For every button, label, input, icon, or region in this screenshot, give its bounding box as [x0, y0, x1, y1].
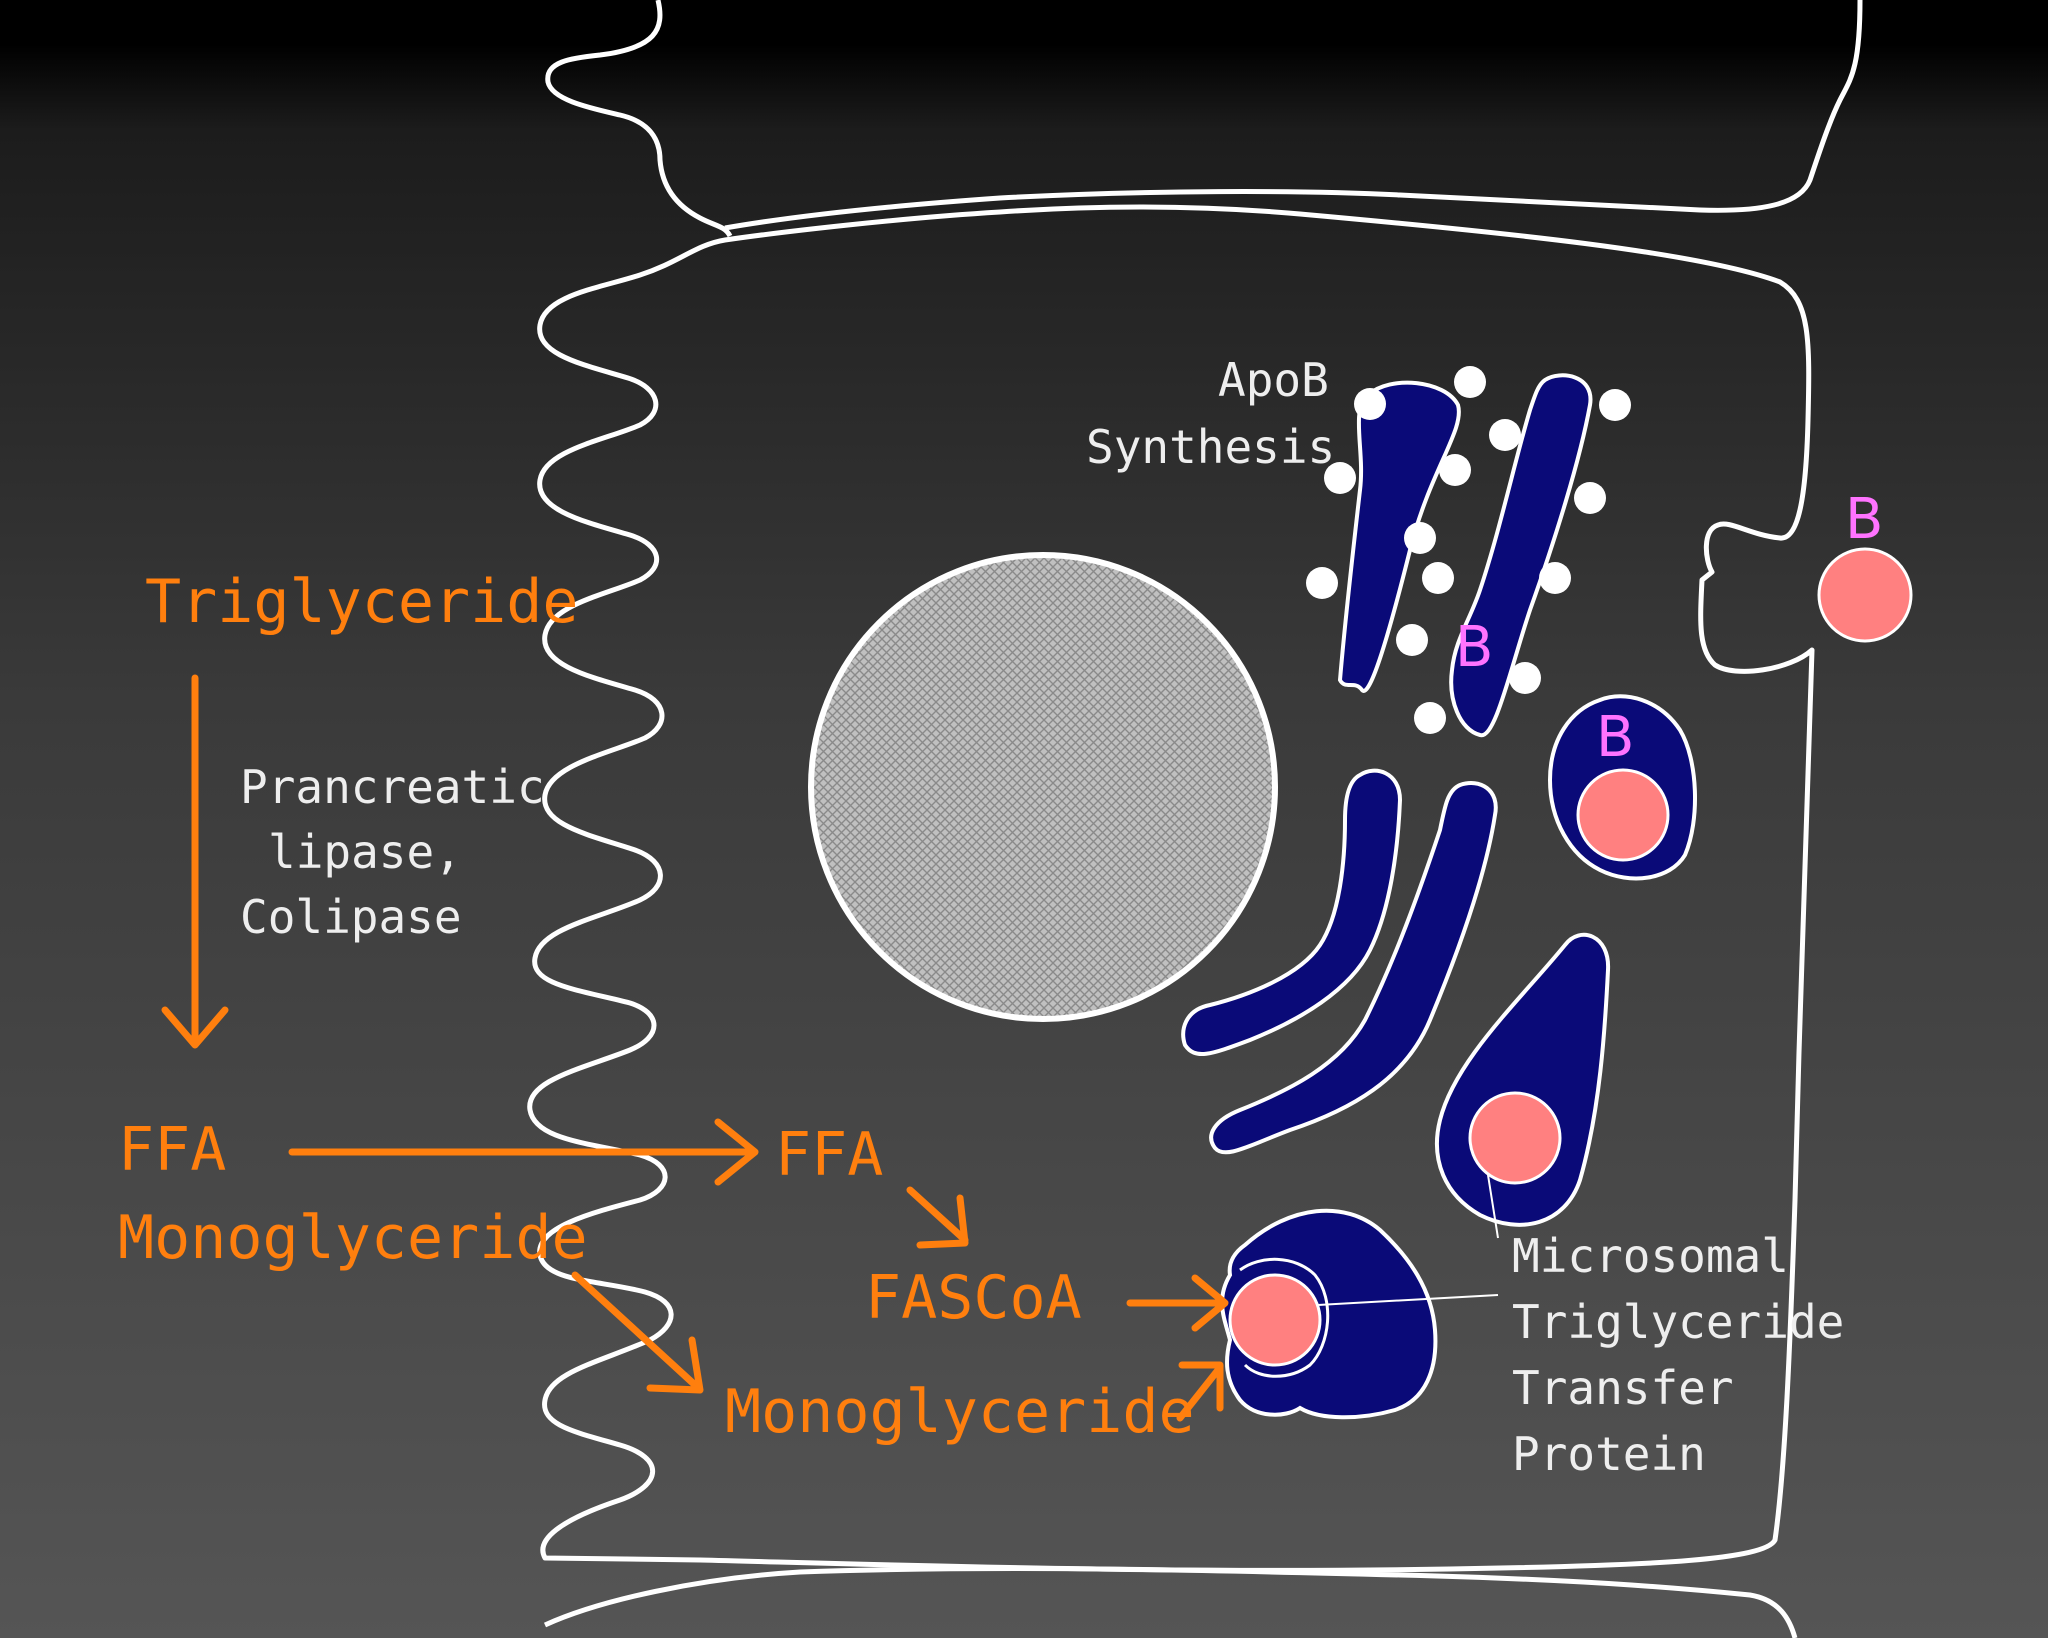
- arrow-mg-uptake-head: [646, 1336, 704, 1394]
- enzyme-label-line2: lipase,: [268, 825, 462, 879]
- er-stack-2: [1449, 373, 1593, 738]
- ribosome: [1414, 702, 1446, 734]
- arrow-mg-er: [1176, 1366, 1222, 1422]
- mttp-label-line3: Transfer: [1512, 1361, 1734, 1415]
- ffa-cell-label: FFA: [775, 1120, 884, 1190]
- apob-vesicle-label: B: [1596, 705, 1635, 770]
- fascoa-label: FASCoA: [865, 1263, 1082, 1333]
- nucleus: [808, 552, 1278, 1022]
- arrow-ffa-uptake-head: [714, 1118, 759, 1186]
- mttp-label-line4: Protein: [1512, 1427, 1706, 1481]
- monoglyceride-cell-label: Monoglyceride: [725, 1377, 1195, 1447]
- secreted-lipoprotein: [1817, 547, 1913, 643]
- apob-secreted-label: B: [1845, 487, 1884, 552]
- enzyme-label-line1: Prancreatic: [240, 760, 545, 814]
- upper-cell-membrane: [545, 0, 1863, 238]
- lipid-droplet-er: [1468, 1091, 1562, 1185]
- ribosome: [1422, 562, 1454, 594]
- pathway-arrows: [161, 674, 1229, 1422]
- ribosome: [1404, 522, 1436, 554]
- monoglyceride-lumen-label: Monoglyceride: [118, 1203, 588, 1273]
- mttp-label-line1: Microsomal: [1512, 1229, 1789, 1283]
- ribosome: [1539, 562, 1571, 594]
- ribosomes: [1306, 366, 1631, 734]
- ribosome: [1396, 624, 1428, 656]
- ffa-lumen-label: FFA: [118, 1115, 227, 1185]
- mttp-pointer-2: [1317, 1294, 1499, 1306]
- ribosome: [1509, 662, 1541, 694]
- mttp-label-line2: Triglyceride: [1512, 1295, 1845, 1349]
- mttp-pointer-1: [1487, 1174, 1499, 1239]
- lipid-droplet-vesicle: [1576, 768, 1670, 862]
- er-stack-3: [1181, 768, 1403, 1057]
- er-stack-4: [1209, 781, 1498, 1155]
- triglyceride-label: Triglyceride: [145, 567, 579, 637]
- ribosome: [1489, 419, 1521, 451]
- ribosome: [1306, 567, 1338, 599]
- ribosome: [1599, 389, 1631, 421]
- arrow-fascoa-er-head: [1191, 1274, 1229, 1332]
- er-stack-1: [1337, 380, 1461, 693]
- ribosome: [1574, 482, 1606, 514]
- arrow-lipolysis-head: [161, 1006, 229, 1049]
- er-mttp-inner: [1239, 1257, 1330, 1378]
- arrow-mg-er-head: [1178, 1361, 1224, 1412]
- lower-cell-membrane: [543, 1566, 1798, 1638]
- arrow-mg-uptake: [571, 1271, 699, 1389]
- apob-label-line2: Synthesis: [1086, 420, 1336, 474]
- ribosome: [1324, 462, 1356, 494]
- apob-golgi-label: B: [1455, 615, 1494, 680]
- lipid-droplet-mttp: [1228, 1273, 1322, 1367]
- enzyme-label-line3: Colipase: [240, 890, 462, 944]
- apob-label-line1: ApoB: [1218, 353, 1329, 407]
- ribosome: [1454, 366, 1486, 398]
- ribosome: [1439, 454, 1471, 486]
- arrow-ffa-activation: [906, 1186, 969, 1244]
- ribosome: [1354, 388, 1386, 420]
- arrow-ffa-activation-head: [916, 1194, 969, 1249]
